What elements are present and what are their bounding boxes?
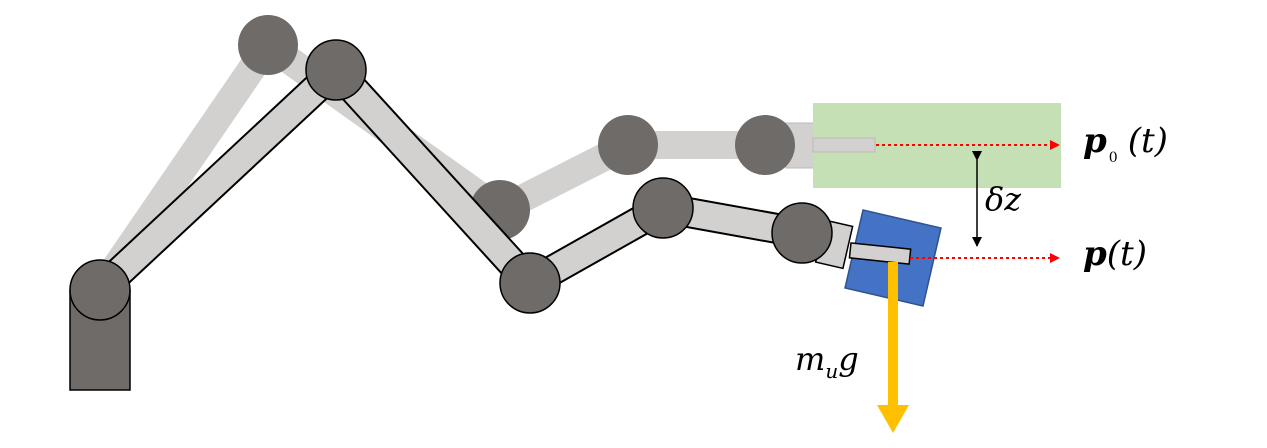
ref-joint-shoulder [238, 15, 298, 75]
joint-wrist1 [632, 177, 694, 239]
label-mug: mug [795, 340, 859, 383]
ref-joint-wrist1 [598, 115, 658, 175]
joint-elbow [499, 252, 561, 314]
ref-tool [812, 137, 876, 153]
reference-arm [86, 31, 815, 304]
label-delta-z: δz [985, 180, 1022, 218]
tool [848, 242, 912, 265]
actual-arm [84, 54, 818, 306]
joint-base [69, 259, 131, 321]
ref-joint-wrist2 [735, 115, 795, 175]
gravity-arrow [877, 262, 909, 433]
joint-wrist2 [771, 202, 833, 264]
joint-shoulder [305, 39, 367, 101]
label-p: p(t) [1083, 234, 1147, 274]
